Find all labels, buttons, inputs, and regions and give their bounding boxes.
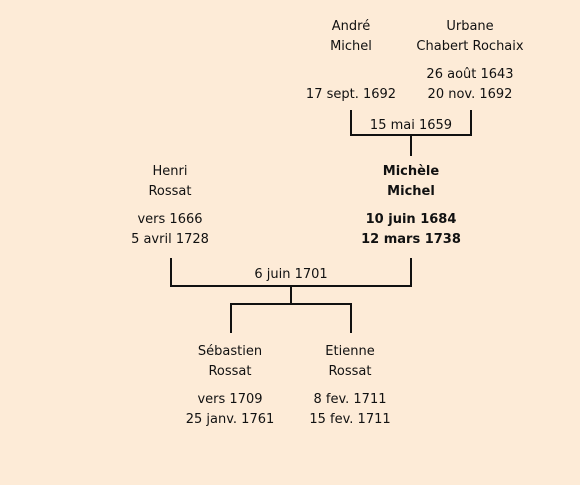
last-name: Rossat [328, 364, 372, 379]
person-michele[interactable]: Michèle Michel 10 juin 1684 12 mars 1738 [341, 162, 481, 250]
first-name: André [331, 19, 371, 34]
first-name: Henri [152, 164, 188, 179]
birth-date: vers 1666 [137, 212, 203, 227]
connector-line [170, 258, 172, 287]
first-name: Urbane [446, 19, 494, 34]
connector-line [290, 285, 292, 305]
last-name: Rossat [208, 364, 252, 379]
connector-line [350, 303, 352, 333]
death-date: 17 sept. 1692 [305, 87, 397, 102]
birth-date: vers 1709 [197, 392, 263, 407]
first-name: Etienne [325, 344, 375, 359]
connector-line [230, 303, 232, 333]
first-name: Sébastien [197, 344, 263, 359]
death-date: 5 avril 1728 [131, 232, 209, 247]
connector-line [470, 110, 472, 136]
last-name: Rossat [148, 184, 192, 199]
person-henri[interactable]: Henri Rossat vers 1666 5 avril 1728 [100, 162, 240, 250]
person-etienne[interactable]: Etienne Rossat 8 fev. 1711 15 fev. 1711 [280, 342, 420, 430]
person-andre[interactable]: André Michel 17 sept. 1692 [281, 17, 421, 105]
connector-line [230, 303, 352, 305]
first-name: Michèle [382, 164, 440, 179]
birth-date: 10 juin 1684 [365, 212, 457, 227]
death-date: 20 nov. 1692 [427, 87, 513, 102]
marriage-date-andre-urbane: 15 mai 1659 [369, 118, 453, 133]
birth-date: 26 août 1643 [426, 67, 514, 82]
connector-line [410, 134, 412, 156]
death-date: 25 janv. 1761 [185, 412, 275, 427]
connector-line [350, 110, 352, 136]
death-date: 15 fev. 1711 [309, 412, 391, 427]
person-sebastien[interactable]: Sébastien Rossat vers 1709 25 janv. 1761 [160, 342, 300, 430]
death-date: 12 mars 1738 [361, 232, 461, 247]
marriage-date-henri-michele: 6 juin 1701 [254, 267, 328, 282]
last-name: Chabert Rochaix [416, 39, 524, 54]
birth-date: 8 fev. 1711 [313, 392, 387, 407]
person-urbane[interactable]: Urbane Chabert Rochaix 26 août 1643 20 n… [400, 17, 540, 105]
last-name: Michel [330, 39, 372, 54]
last-name: Michel [387, 184, 435, 199]
connector-line [410, 258, 412, 287]
